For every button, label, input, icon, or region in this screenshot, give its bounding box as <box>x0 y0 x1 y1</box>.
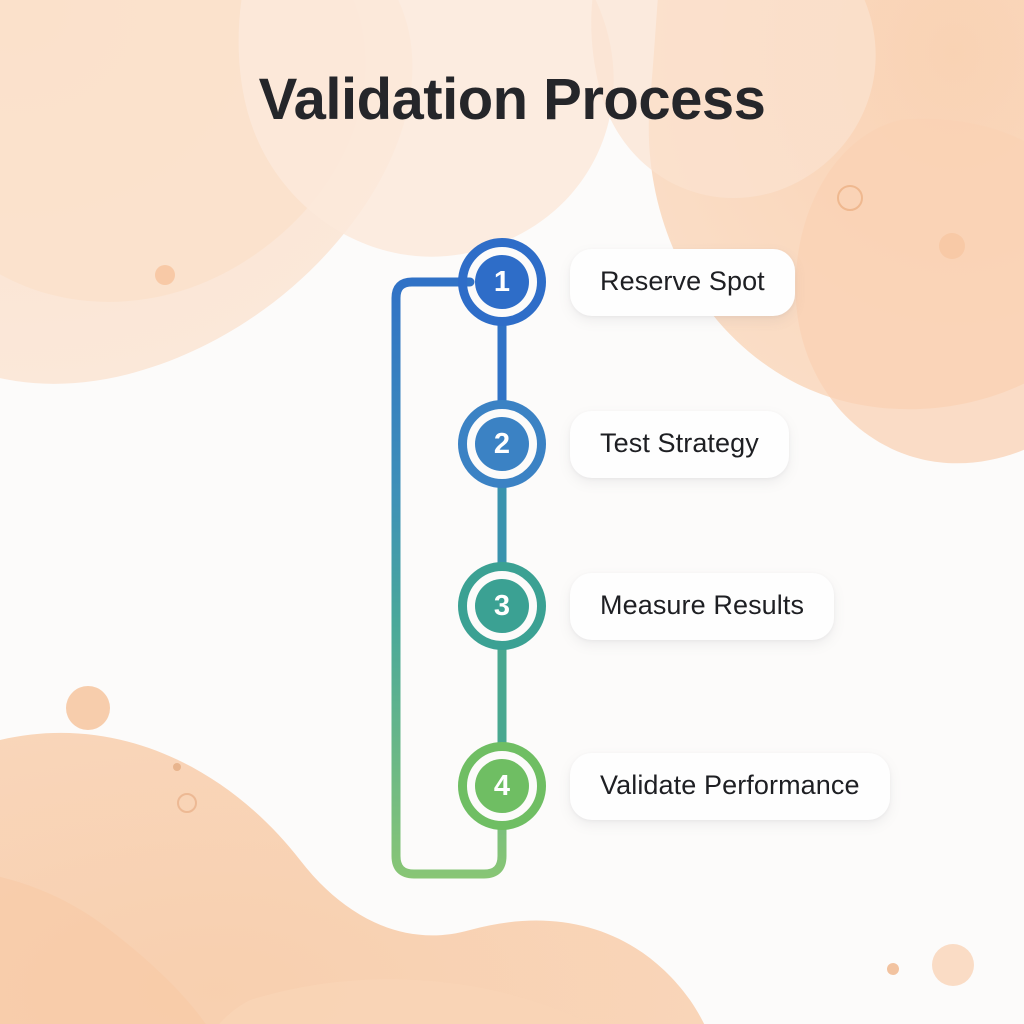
step-node-3-disc: 3 <box>475 579 529 633</box>
step-node-3-ring <box>458 562 546 650</box>
step-number-1: 1 <box>493 265 511 298</box>
step-number-2: 2 <box>493 427 511 460</box>
page-title: Validation Process <box>258 67 766 132</box>
step-node-1-ring <box>458 238 546 326</box>
step-node-2[interactable]: 2 <box>458 400 546 488</box>
step-node-3[interactable]: 3 <box>458 562 546 650</box>
step-node-2-ring <box>458 400 546 488</box>
step-node-1-disc: 1 <box>475 255 529 309</box>
step-node-4-ring <box>458 742 546 830</box>
step-label-2: Test Strategy <box>600 427 759 458</box>
process-step-1[interactable]: 1 Reserve Spot <box>458 236 795 328</box>
step-node-2-disc: 2 <box>475 417 529 471</box>
process-step-4[interactable]: 4 Validate Performance <box>458 740 890 832</box>
step-node-1[interactable]: 1 <box>458 238 546 326</box>
step-card-2[interactable]: Test Strategy <box>570 410 789 478</box>
step-card-3[interactable]: Measure Results <box>570 572 835 640</box>
step-card-1[interactable]: Reserve Spot <box>570 248 795 316</box>
process-step-3[interactable]: 3 Measure Results <box>458 560 835 652</box>
process-step-2[interactable]: 2 Test Strategy <box>458 398 789 490</box>
step-label-4: Validate Performance <box>600 769 860 800</box>
step-number-3: 3 <box>493 589 511 622</box>
step-card-4[interactable]: Validate Performance <box>570 752 890 820</box>
step-label-3: Measure Results <box>600 589 805 620</box>
step-number-4: 4 <box>493 769 511 802</box>
step-node-4-disc: 4 <box>475 759 529 813</box>
step-label-1: Reserve Spot <box>600 265 765 296</box>
step-node-4[interactable]: 4 <box>458 742 546 830</box>
